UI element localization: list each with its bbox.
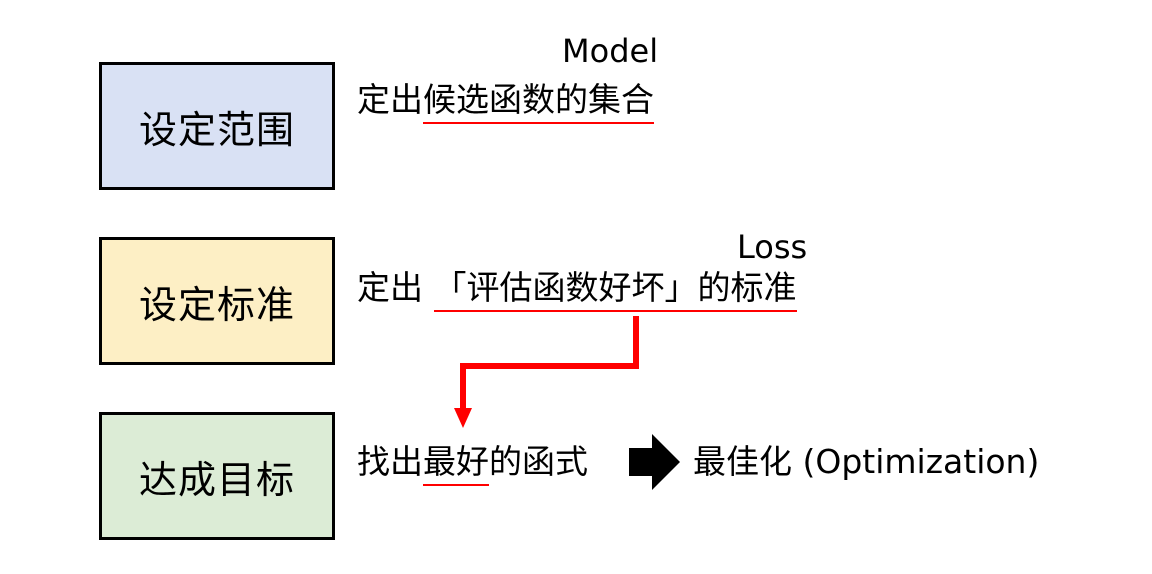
row3-prefix: 找出 bbox=[357, 442, 423, 481]
row3-underlined-text: 最好 bbox=[423, 442, 489, 486]
row3-suffix: 的函式 bbox=[489, 442, 588, 481]
row3-description: 找出最好的函式 bbox=[357, 442, 588, 486]
step-box-achieve-goal: 达成目标 bbox=[99, 412, 335, 540]
red-connector-arrowhead bbox=[454, 408, 472, 428]
model-annotation: Model bbox=[562, 32, 659, 70]
step-label-define-scope: 设定范围 bbox=[138, 107, 295, 152]
step-label-define-criteria: 设定标准 bbox=[138, 282, 295, 327]
row2-prefix: 定出 bbox=[357, 268, 434, 307]
step-label-achieve-goal: 达成目标 bbox=[138, 457, 295, 502]
row1-description: 定出候选函数的集合 bbox=[357, 80, 654, 124]
right-arrow-icon bbox=[629, 434, 680, 490]
row1-prefix: 定出 bbox=[357, 80, 423, 119]
step-box-define-scope: 设定范围 bbox=[99, 62, 335, 190]
step-box-define-criteria: 设定标准 bbox=[99, 237, 335, 365]
loss-annotation: Loss bbox=[737, 228, 808, 266]
row2-underlined-text: 「评估函数好坏」的标准 bbox=[433, 268, 797, 312]
row2-description: 定出 「评估函数好坏」的标准 bbox=[357, 268, 797, 312]
optimization-label: 最佳化 (Optimization) bbox=[693, 442, 1040, 481]
red-connector-line bbox=[460, 316, 639, 410]
row1-underlined-text: 候选函数的集合 bbox=[423, 80, 654, 124]
